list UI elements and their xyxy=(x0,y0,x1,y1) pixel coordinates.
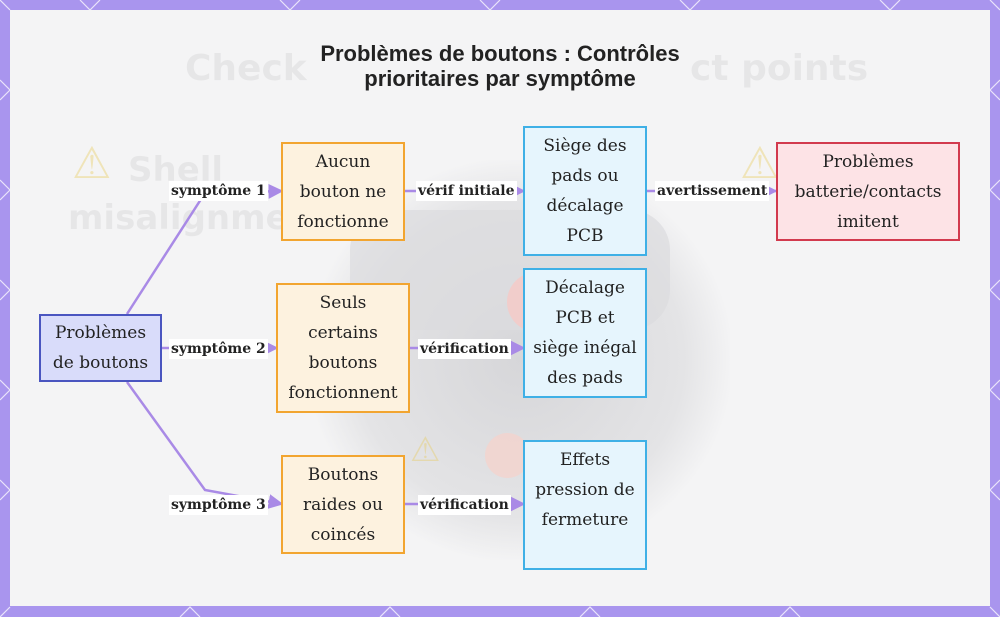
node-text-line: pression de xyxy=(535,480,635,500)
node-text-line: fonctionnent xyxy=(288,383,398,403)
edge-label-warning: avertissement xyxy=(655,181,770,201)
background-warning-icon: ⚠ xyxy=(72,138,112,189)
diagram-title-line: prioritaires par symptôme xyxy=(364,66,636,91)
node-text-line: fermeture xyxy=(541,510,629,530)
background-warning-icon: ⚠ xyxy=(410,430,441,470)
node-text-line: fonctionne xyxy=(297,211,389,232)
edge-label-symptom-1: symptôme 1 xyxy=(169,181,268,201)
node-pcb-and-uneven-pads[interactable]: Décalage PCB et siège inégal des pads xyxy=(523,268,647,398)
node-text-line: certains xyxy=(308,323,378,343)
diagram-title-line: Problèmes de boutons : Contrôles xyxy=(320,41,680,66)
background-ghost-text: misalignme xyxy=(68,198,289,238)
node-text-line: Problèmes xyxy=(822,151,914,172)
node-text-line: PCB xyxy=(566,226,604,246)
edge-label-symptom-2: symptôme 2 xyxy=(169,339,268,359)
node-pad-seat-or-pcb[interactable]: Siège des pads ou décalage PCB xyxy=(523,126,647,256)
background-photo-button xyxy=(485,433,530,478)
node-text-line: des pads xyxy=(547,368,623,388)
background-warning-icon: ⚠ xyxy=(740,138,780,189)
node-text-line: Effets xyxy=(559,450,611,470)
node-text-line: décalage xyxy=(546,196,624,216)
node-no-button-works[interactable]: Aucun bouton ne fonctionne xyxy=(281,142,405,241)
node-closing-pressure-effects[interactable]: Effets pression de fermeture xyxy=(523,440,647,570)
edge-root-symptom1 xyxy=(125,183,284,315)
node-stiff-buttons[interactable]: Boutons raides ou coincés xyxy=(281,455,405,554)
edge-label-symptom-3: symptôme 3 xyxy=(169,495,268,515)
node-battery-contacts-mimic[interactable]: Problèmes batterie/contacts imitent xyxy=(776,142,960,241)
node-text-line: siège inégal xyxy=(533,338,637,358)
edge-label-initial-check: vérif initiale xyxy=(416,181,517,201)
diagram-title: Problèmes de boutons : Contrôles priorit… xyxy=(200,41,800,91)
node-button-problems[interactable]: Problèmes de boutons xyxy=(39,314,162,382)
node-text-line: bouton ne xyxy=(299,181,387,202)
edge-label-check: vérification xyxy=(418,495,511,515)
node-text-line: Aucun xyxy=(315,151,371,172)
node-text-line: raides ou xyxy=(303,494,383,515)
node-some-buttons-work[interactable]: Seuls certains boutons fonctionnent xyxy=(276,283,410,413)
edge-label-check: vérification xyxy=(418,339,511,359)
node-text-line: imitent xyxy=(837,211,899,232)
node-text-line: pads ou xyxy=(551,166,619,186)
node-text-line: coincés xyxy=(310,524,376,545)
node-text-line: boutons xyxy=(308,353,378,373)
node-text-line: de boutons xyxy=(52,353,149,373)
node-text-line: Boutons xyxy=(307,464,379,485)
node-text-line: batterie/contacts xyxy=(794,181,942,202)
background-ghost-heading-right: ct points xyxy=(690,48,869,89)
node-text-line: Siège des xyxy=(543,136,627,156)
node-text-line: Décalage xyxy=(545,278,625,298)
background-ghost-heading: Check xyxy=(185,48,307,89)
node-text-line: Seuls xyxy=(319,293,367,313)
node-text-line: Problèmes xyxy=(54,323,147,343)
edge-root-symptom3 xyxy=(125,381,284,509)
node-text-line: PCB et xyxy=(555,308,615,328)
